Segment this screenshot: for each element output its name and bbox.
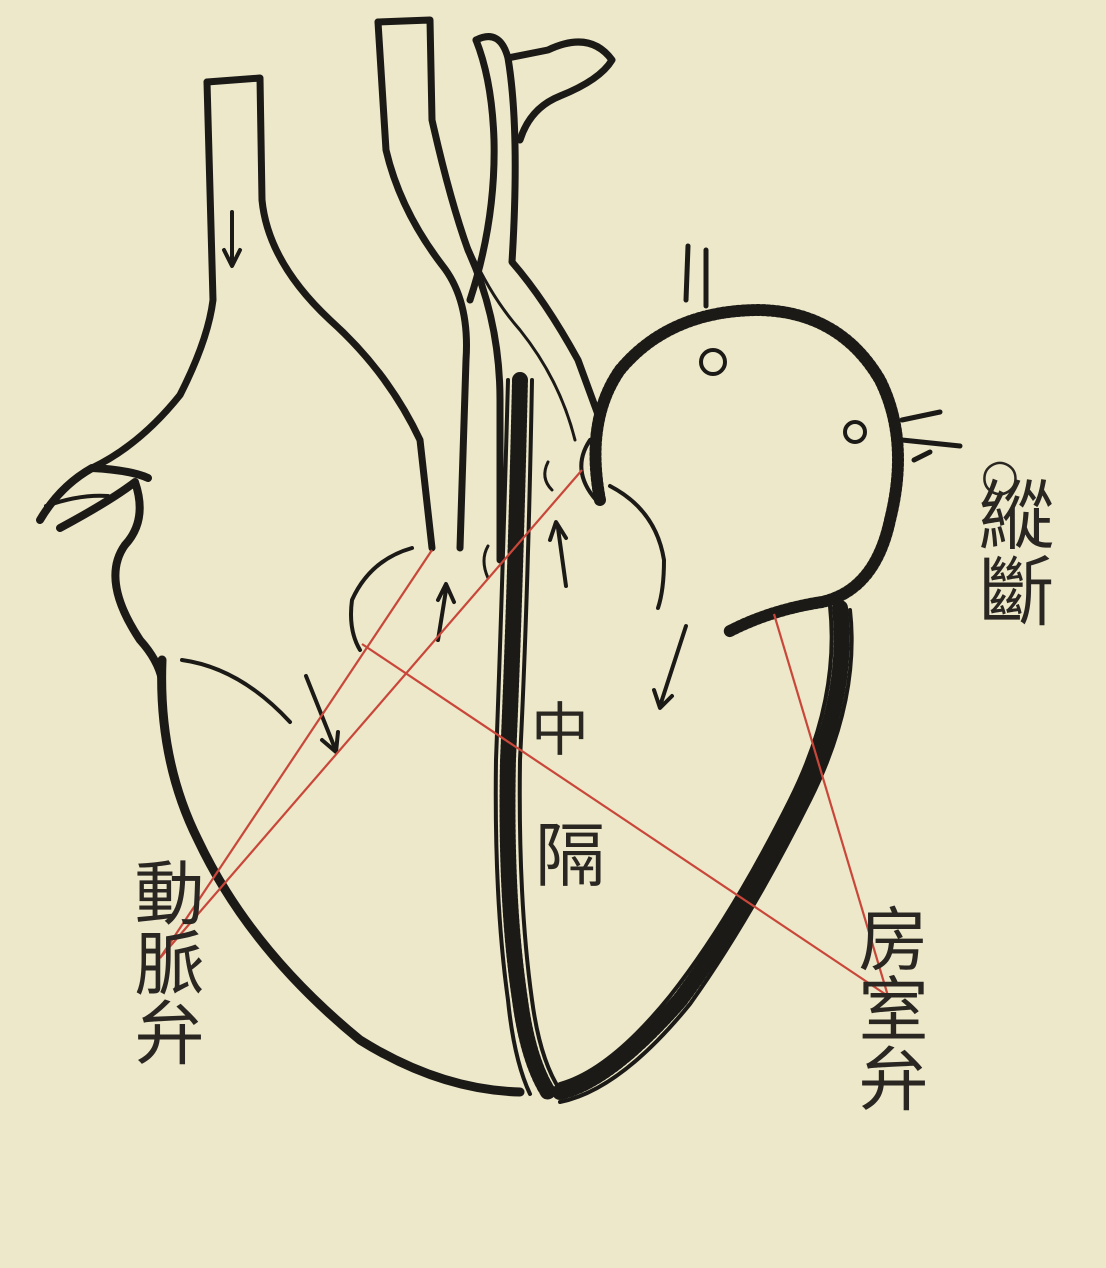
pointer-line-arterial-2 [160,470,582,958]
section-label: 縱斷 [966,476,1055,628]
labels: ○ 縱斷 中 隔 動脈弁 房室弁 [123,450,1055,1113]
arterial-valve-label: 動脈弁 [123,857,205,1067]
pointer-line-venous-1 [362,644,888,996]
septum-label-bottom: 隔 [535,815,605,897]
septum-label-top: 中 [531,696,589,764]
venous-valve-label: 房室弁 [847,903,929,1113]
